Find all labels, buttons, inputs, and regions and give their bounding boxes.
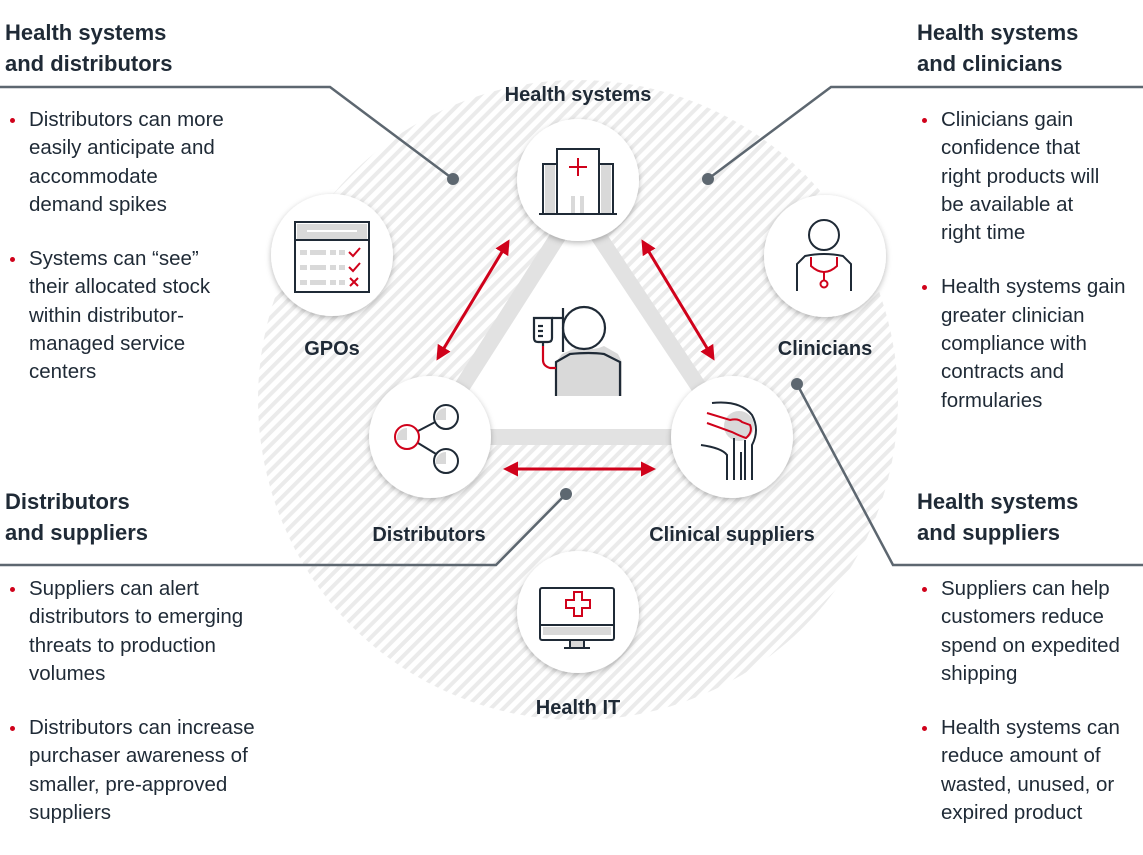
- node-clinical-suppliers[interactable]: [671, 376, 793, 498]
- bullet-list: Suppliers can alert distributors to emer…: [5, 575, 275, 827]
- node-label-health-systems: Health systems: [504, 84, 652, 106]
- leader-dot-top-right: [702, 173, 714, 185]
- clinician-stethoscope-icon: [796, 219, 852, 291]
- bullet-item: Suppliers can alert distributors to emer…: [5, 575, 275, 688]
- bullet-item: Health systems gain greater clinician co…: [917, 273, 1141, 414]
- leader-line-bottom-right: [795, 383, 1143, 567]
- panel-title: Distributors and suppliers: [5, 489, 149, 545]
- bullet-list: Suppliers can help customers reduce spen…: [917, 575, 1143, 827]
- arrow-health-systems-distributors: [436, 239, 510, 361]
- node-distributors[interactable]: [369, 376, 491, 498]
- node-health-systems[interactable]: [517, 119, 639, 241]
- panel-title: Health systems and distributors: [5, 20, 173, 76]
- leader-lines: [0, 85, 1143, 567]
- leader-dot-top-left: [447, 173, 459, 185]
- node-label-health-it: Health IT: [535, 697, 621, 719]
- bullet-item: Health systems can reduce amount of wast…: [917, 714, 1143, 827]
- patient-iv-icon: [532, 305, 622, 396]
- panel-title: Health systems and suppliers: [917, 489, 1079, 545]
- panel-health-systems-distributors: Health systems and distributors Distribu…: [5, 17, 265, 413]
- node-clinicians[interactable]: [764, 195, 886, 317]
- bullet-list: Clinicians gain confidence that right pr…: [917, 106, 1143, 415]
- leader-line-top-right: [707, 85, 1143, 181]
- leader-line-top-left: [0, 85, 454, 181]
- node-label-clinical-suppliers: Clinical suppliers: [649, 524, 815, 546]
- node-label-distributors: Distributors: [372, 524, 486, 546]
- leader-line-bottom-left: [0, 493, 567, 567]
- leader-dot-bottom-right: [791, 378, 803, 390]
- panel-distributors-suppliers: Distributors and suppliers Suppliers can…: [5, 486, 305, 853]
- arrow-health-systems-clinical-suppliers: [641, 239, 715, 361]
- monitor-medical-cross-icon: [539, 587, 615, 649]
- relationship-arrows: [436, 239, 715, 477]
- node-health-it[interactable]: [517, 551, 639, 673]
- checklist-icon: [294, 221, 370, 293]
- panel-title: Health systems and clinicians: [917, 20, 1079, 76]
- hospital-icon: [539, 148, 617, 215]
- node-gpos[interactable]: [271, 194, 393, 316]
- node-label-clinicians: Clinicians: [777, 338, 873, 360]
- share-network-icon: [394, 404, 459, 474]
- bullet-item: Distributors can more easily anticipate …: [5, 106, 235, 219]
- bullet-item: Suppliers can help customers reduce spen…: [917, 575, 1141, 688]
- bullet-item: Clinicians gain confidence that right pr…: [917, 106, 1101, 247]
- panel-health-systems-suppliers: Health systems and suppliers Suppliers c…: [917, 486, 1143, 853]
- bullet-item: Systems can “see” their allocated stock …: [5, 245, 235, 386]
- bullet-item: Distributors can increase purchaser awar…: [5, 714, 275, 827]
- leader-dot-bottom-left: [560, 488, 572, 500]
- knee-joint-icon: [700, 401, 757, 480]
- bullet-list: Distributors can more easily anticipate …: [5, 106, 235, 387]
- panel-health-systems-clinicians: Health systems and clinicians Clinicians…: [917, 17, 1143, 441]
- node-label-gpos: GPOs: [304, 338, 360, 360]
